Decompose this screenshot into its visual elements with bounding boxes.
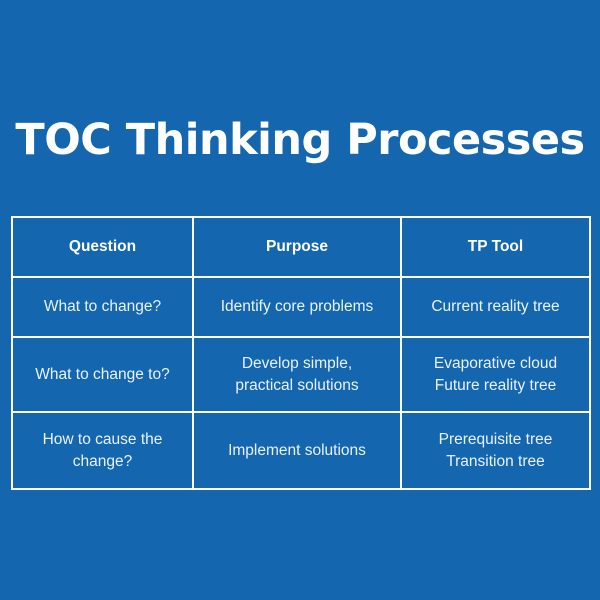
header-purpose: Purpose [192,216,402,278]
cell-text: Future reality tree [434,376,557,394]
cell-tp-tool: Evaporative cloud Future reality tree [400,336,591,413]
cell-purpose: Implement solutions [192,411,402,490]
cell-text: Evaporative cloud [433,354,558,372]
page-title: TOC Thinking Processes [15,115,585,165]
cell-purpose: Identify core problems [192,276,402,338]
table-row: What to change to? Develop simple, pract… [11,336,591,413]
cell-text: How to cause the [42,430,163,448]
cell-purpose: Develop simple, practical solutions [192,336,402,413]
cell-text: What to change to? [35,365,170,383]
cell-tp-tool: Prerequisite tree Transition tree [400,411,591,490]
cell-text: Implement solutions [228,441,366,459]
cell-text: Prerequisite tree [438,430,553,448]
header-question: Question [11,216,194,278]
cell-tp-tool: Current reality tree [400,276,591,338]
cell-text: Develop simple, [241,354,353,372]
table-header-row: Question Purpose TP Tool [11,216,591,278]
table-row: What to change? Identify core problems C… [11,276,591,338]
cell-text: Identify core problems [220,298,374,315]
toc-thinking-processes-table: Question Purpose TP Tool What to change?… [11,216,591,490]
cell-question: How to cause the change? [11,411,194,490]
table-row: How to cause the change? Implement solut… [11,411,591,490]
cell-text: Transition tree [446,452,545,470]
cell-text: practical solutions [235,376,359,394]
cell-text: Current reality tree [431,298,560,315]
cell-question: What to change? [11,276,194,338]
cell-question: What to change to? [11,336,194,413]
cell-text: What to change? [43,298,162,315]
header-tp-tool: TP Tool [400,216,591,278]
cell-text: change? [72,452,133,470]
